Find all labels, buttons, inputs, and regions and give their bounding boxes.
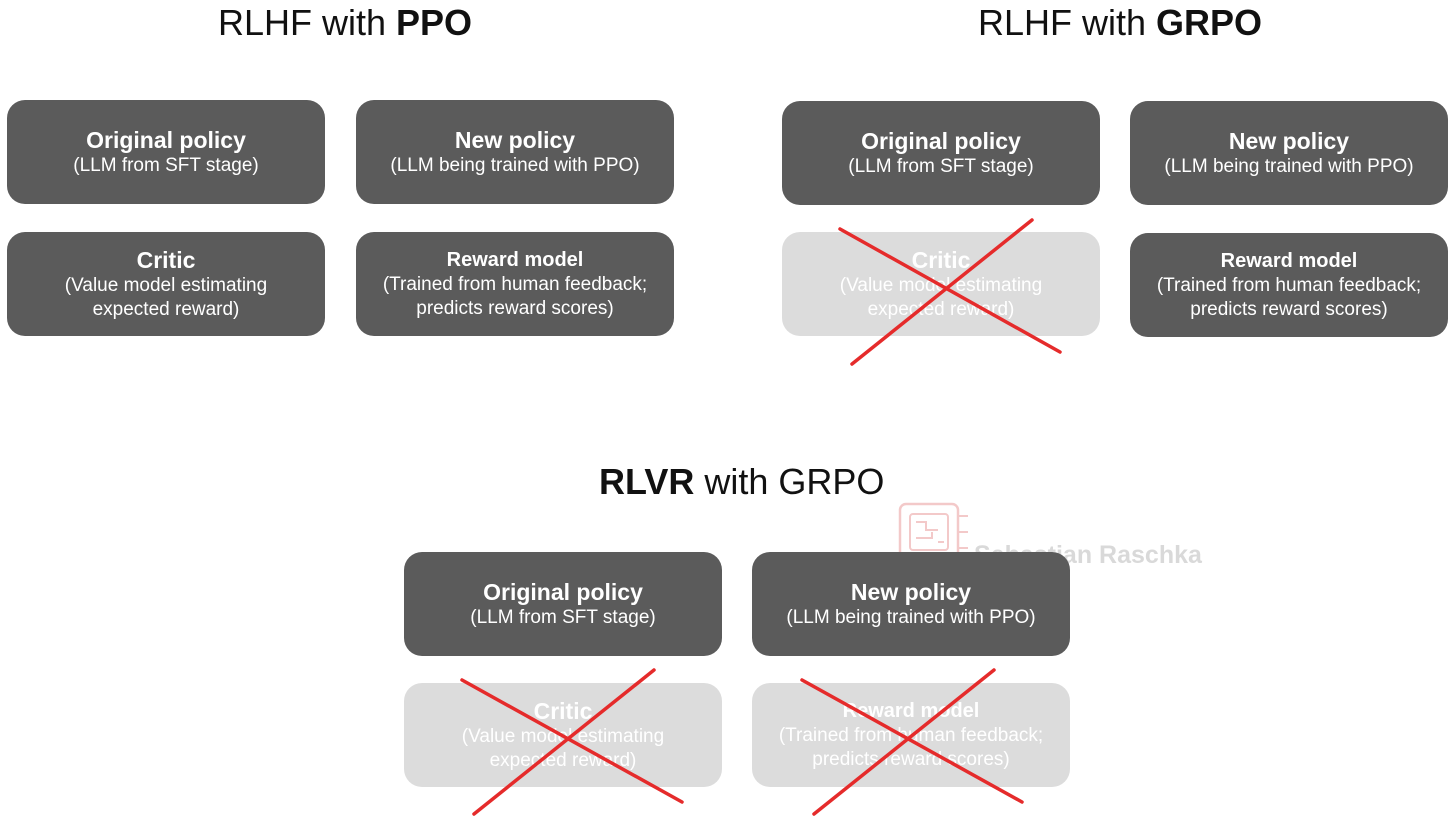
box-subtitle: (LLM being trained with PPO): [390, 154, 640, 176]
box-title: Critic: [911, 246, 971, 273]
ppo-reward-model-box: Reward model (Trained from human feedbac…: [356, 232, 674, 336]
title-rlhf-grpo-method: GRPO: [1156, 2, 1263, 43]
rlvr-reward-model-box-removed: Reward model (Trained from human feedbac…: [752, 683, 1070, 787]
title-rlvr-grpo: RLVR with GRPO: [599, 461, 884, 503]
rlvr-original-policy-box: Original policy (LLM from SFT stage): [404, 552, 722, 656]
box-subtitle: (LLM being trained with PPO): [786, 606, 1036, 628]
box-title: Original policy: [86, 126, 246, 153]
title-rlhf-ppo: RLHF with PPO: [218, 2, 472, 44]
box-title: Original policy: [861, 127, 1021, 154]
box-title: Critic: [136, 246, 196, 273]
title-rlhf-ppo-prefix: RLHF with: [218, 2, 397, 43]
box-subtitle: (Value model estimating expected reward): [839, 274, 1043, 320]
box-subtitle: (LLM from SFT stage): [848, 155, 1034, 177]
title-rlvr-grpo-suffix: with GRPO: [694, 461, 885, 502]
box-subtitle: (Trained from human feedback; predicts r…: [778, 724, 1044, 770]
grpo-critic-box-removed: Critic (Value model estimating expected …: [782, 232, 1100, 336]
ppo-original-policy-box: Original policy (LLM from SFT stage): [7, 100, 325, 204]
box-subtitle: (Trained from human feedback; predicts r…: [382, 273, 648, 319]
grpo-reward-model-box: Reward model (Trained from human feedbac…: [1130, 233, 1448, 337]
rlvr-critic-box-removed: Critic (Value model estimating expected …: [404, 683, 722, 787]
grpo-new-policy-box: New policy (LLM being trained with PPO): [1130, 101, 1448, 205]
box-title: Reward model: [446, 248, 584, 271]
box-subtitle: (Trained from human feedback; predicts r…: [1156, 274, 1422, 320]
rlvr-new-policy-box: New policy (LLM being trained with PPO): [752, 552, 1070, 656]
box-title: Original policy: [483, 578, 643, 605]
title-rlhf-grpo: RLHF with GRPO: [978, 2, 1262, 44]
box-subtitle: (LLM from SFT stage): [73, 154, 259, 176]
ppo-critic-box: Critic (Value model estimating expected …: [7, 232, 325, 336]
box-title: Reward model: [1220, 249, 1358, 272]
box-subtitle: (LLM being trained with PPO): [1164, 155, 1414, 177]
box-subtitle: (LLM from SFT stage): [470, 606, 656, 628]
box-subtitle: (Value model estimating expected reward): [461, 725, 665, 771]
title-rlvr-grpo-prefix: RLVR: [599, 461, 695, 502]
box-title: Reward model: [842, 699, 980, 722]
title-rlhf-ppo-method: PPO: [396, 2, 473, 43]
box-title: New policy: [454, 126, 576, 153]
box-title: New policy: [1228, 127, 1350, 154]
box-title: New policy: [850, 578, 972, 605]
box-subtitle: (Value model estimating expected reward): [64, 274, 268, 320]
box-title: Critic: [533, 697, 593, 724]
title-rlhf-grpo-prefix: RLHF with: [978, 2, 1157, 43]
grpo-original-policy-box: Original policy (LLM from SFT stage): [782, 101, 1100, 205]
ppo-new-policy-box: New policy (LLM being trained with PPO): [356, 100, 674, 204]
